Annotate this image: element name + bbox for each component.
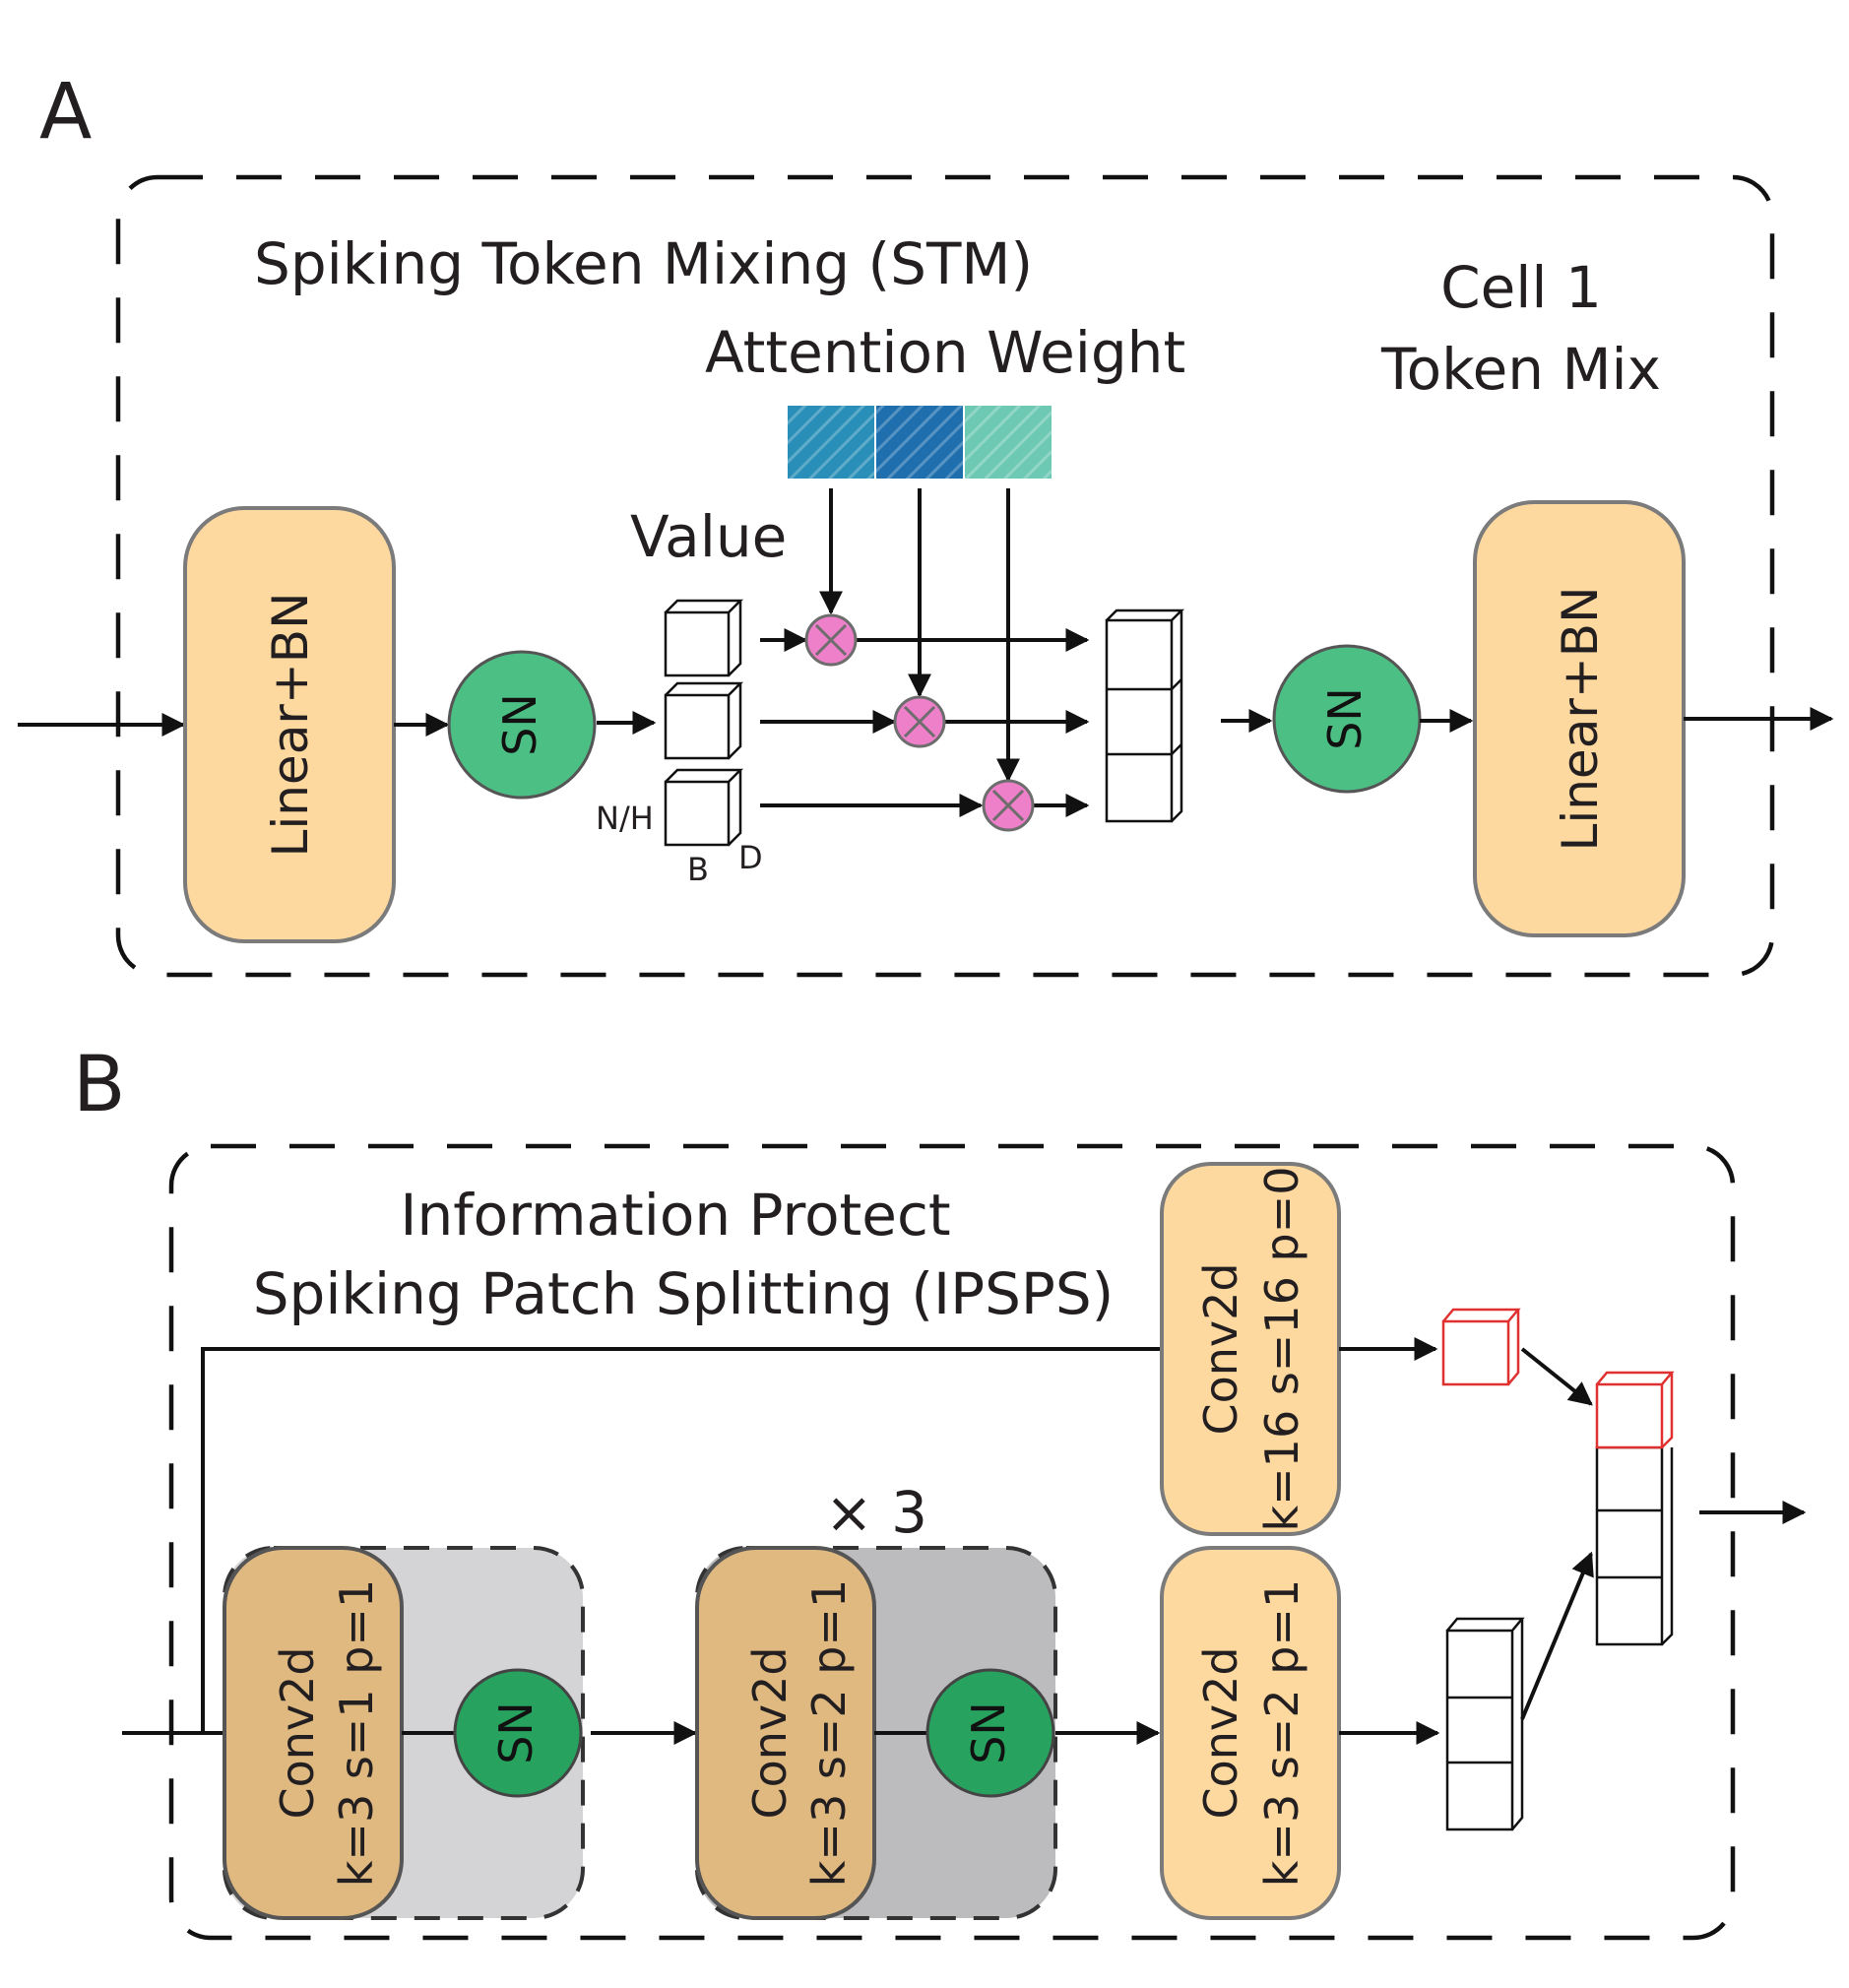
sn-node-2: SN	[1272, 644, 1422, 794]
mixed-tensor-outline	[1105, 609, 1185, 823]
main-stack-outline	[1445, 1617, 1525, 1831]
conv-sn-group-1-border	[223, 1546, 585, 1920]
merged-stack-red-cube	[1595, 1371, 1675, 1449]
main-output-stack	[1445, 1617, 1525, 1831]
dim-b-label: B	[687, 851, 709, 888]
sn-label-b1: SN	[489, 1701, 542, 1764]
stm-title: Spiking Token Mixing (STM)	[254, 230, 1033, 297]
attention-map-3-texture	[965, 406, 1052, 479]
arrow-stack-to-merge	[1520, 1551, 1594, 1720]
shortcut-output-cube	[1441, 1308, 1521, 1386]
conv-sn-group-2: Conv2d k=3 s=2 p=1 SN	[695, 1546, 1057, 1920]
arrow-red-to-merge	[1520, 1347, 1593, 1406]
value-tensor: N/H B D	[596, 599, 763, 888]
ipsps-title-line1: Information Protect	[400, 1182, 950, 1249]
conv-params-1: k=3 s=1 p=1	[330, 1579, 383, 1887]
panel-b-letter: B	[73, 1041, 126, 1129]
ipsps-boundary	[168, 1143, 1736, 1941]
conv-top-block: Conv2d k=16 s=16 p=0	[1160, 1162, 1341, 1536]
multiply-icon-3	[991, 789, 1025, 822]
multiply-icon-2	[903, 705, 936, 738]
linear-bn-block-2: Linear+BN	[1473, 500, 1686, 937]
conv-label-1: Conv2d	[271, 1646, 324, 1819]
mixed-tensor-edge-1	[1171, 678, 1182, 690]
conv-label-top: Conv2d	[1194, 1262, 1247, 1435]
value-label: Value	[630, 503, 787, 570]
multiply-node-3	[982, 779, 1035, 832]
panel-a-letter: A	[39, 68, 92, 157]
attention-map-1-texture	[788, 406, 874, 479]
sn-node-1: SN	[447, 650, 597, 800]
sn-circle-b1	[453, 1668, 583, 1798]
dim-d-label: D	[738, 839, 763, 876]
linear-bn-label-1: Linear+BN	[262, 593, 319, 858]
merged-stack-lower	[1595, 1445, 1674, 1646]
conv-params-3: k=3 s=2 p=1	[1255, 1579, 1308, 1887]
value-cube-1	[664, 599, 744, 677]
attention-weight-maps	[788, 406, 1052, 479]
dim-nh-label: N/H	[596, 800, 654, 837]
multiply-node-1	[804, 613, 858, 667]
conv-box-3	[1160, 1546, 1341, 1920]
mixed-tensor	[1105, 609, 1185, 823]
conv-sn-group-2-border	[695, 1546, 1057, 1920]
sn-circle-b2	[925, 1668, 1055, 1798]
conv-bottom-block: Conv2d k=3 s=2 p=1	[1160, 1546, 1341, 1920]
conv-box-top	[1160, 1162, 1341, 1536]
attention-map-2-texture	[876, 406, 963, 479]
linear-bn-label-2: Linear+BN	[1552, 587, 1609, 852]
sn-circle-1	[447, 650, 597, 800]
cell-label-line2: Token Mix	[1380, 336, 1661, 403]
ipsps-title-line2: Spiking Patch Splitting (IPSPS)	[253, 1260, 1115, 1327]
value-cube-2	[664, 681, 744, 760]
sn-label-1: SN	[493, 693, 546, 756]
repeat-label: × 3	[825, 1479, 927, 1546]
conv-label-2: Conv2d	[743, 1646, 797, 1819]
merged-output-stack	[1595, 1371, 1675, 1646]
attention-weight-label: Attention Weight	[705, 319, 1185, 386]
conv-params-2: k=3 s=2 p=1	[802, 1579, 856, 1887]
cell-label-line1: Cell 1	[1440, 254, 1602, 321]
sn-label-b2: SN	[962, 1701, 1015, 1764]
conv-label-3: Conv2d	[1194, 1646, 1247, 1819]
mixed-tensor-edge-2	[1171, 743, 1182, 755]
conv-sn-group-1: Conv2d k=3 s=1 p=1 SN	[223, 1546, 585, 1920]
sn-label-2: SN	[1318, 687, 1371, 750]
value-cube-3	[664, 768, 744, 847]
multiply-node-2	[893, 695, 946, 748]
linear-bn-block-1: Linear+BN	[183, 506, 396, 943]
multiply-icon-1	[814, 623, 848, 657]
conv-params-top: k=16 s=16 p=0	[1255, 1166, 1308, 1531]
stm-boundary	[115, 174, 1775, 978]
